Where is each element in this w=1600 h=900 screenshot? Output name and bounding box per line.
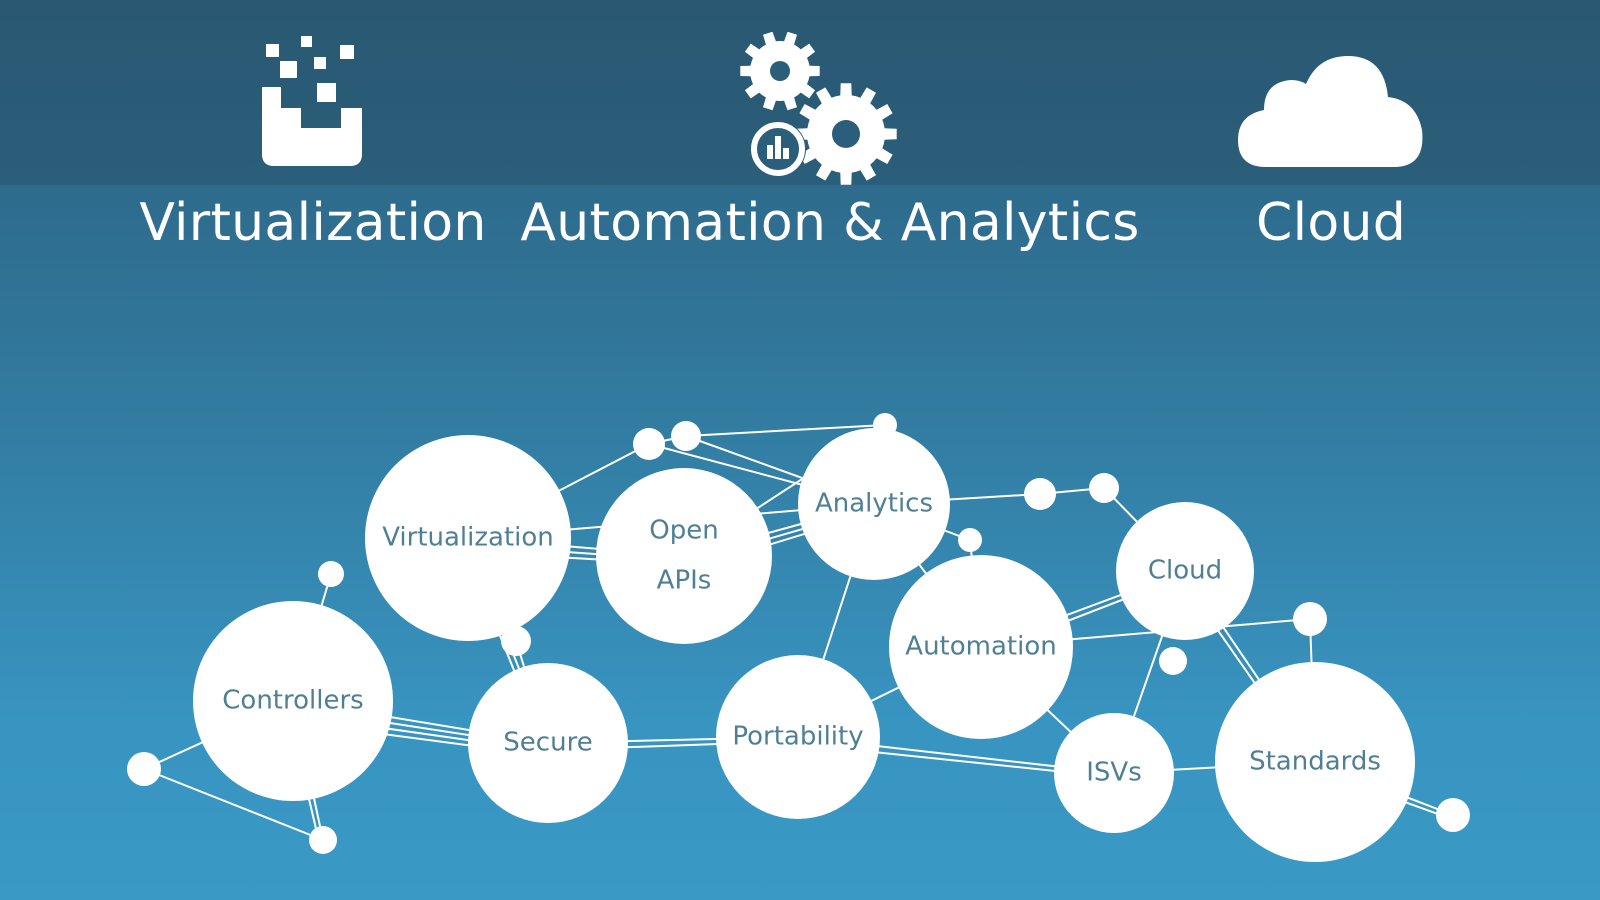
pillar-title-virtualization: Virtualization: [139, 193, 487, 253]
junction-dot: [309, 826, 337, 854]
junction-dot: [501, 626, 531, 656]
pillar-title-cloud: Cloud: [1255, 193, 1407, 253]
node-circle: [596, 468, 772, 644]
node-isvs: ISVs: [1054, 713, 1174, 833]
node-portability: Portability: [716, 655, 880, 819]
node-label: Analytics: [815, 489, 933, 519]
node-secure: Secure: [468, 663, 628, 823]
node-label: Controllers: [222, 686, 363, 716]
junction-dot: [671, 421, 701, 451]
analytics-chart-icon: [750, 121, 806, 177]
node-virtualization: Virtualization: [365, 435, 571, 641]
node-circle: [1116, 502, 1254, 640]
junction-dot: [1293, 602, 1327, 636]
node-controllers: Controllers: [193, 601, 393, 801]
node-circle: [889, 555, 1073, 739]
node-label: Portability: [732, 722, 863, 752]
node-analytics: Analytics: [798, 428, 950, 580]
node-automation: Automation: [889, 555, 1073, 739]
virtualization-blocks-icon: [262, 36, 362, 166]
junction-dot: [1159, 647, 1187, 675]
node-circle: [468, 663, 628, 823]
node-circle: [798, 428, 950, 580]
node-circle: [716, 655, 880, 819]
node-label: Secure: [503, 728, 592, 758]
node-label: Cloud: [1148, 556, 1222, 586]
junction-dot: [633, 428, 665, 460]
pillar-title-automation-analytics: Automation & Analytics: [520, 193, 1140, 253]
junction-dot: [1436, 798, 1470, 832]
node-circle: [1054, 713, 1174, 833]
node-standards: Standards: [1215, 662, 1415, 862]
junction-dot: [958, 528, 982, 552]
node-cloud: Cloud: [1116, 502, 1254, 640]
node-label: Standards: [1249, 747, 1381, 777]
node-label: ISVs: [1086, 758, 1142, 788]
junction-dot: [127, 752, 161, 786]
network-link: [685, 424, 886, 437]
node-label: Open: [649, 516, 718, 546]
network-link: [143, 768, 324, 841]
junction-dot: [1089, 473, 1119, 503]
node-label: APIs: [657, 566, 712, 596]
node-circle: [365, 435, 571, 641]
cloud-icon: [1238, 56, 1423, 167]
node-label: Automation: [905, 632, 1056, 662]
node-circle: [1215, 662, 1415, 862]
large-gear-icon: [795, 83, 897, 185]
node-label: Virtualization: [382, 523, 554, 553]
node-circle: [193, 601, 393, 801]
gears-analytics-icon: [740, 32, 897, 185]
junction-dot: [1024, 478, 1056, 510]
small-gear-icon: [740, 32, 820, 111]
junction-dot: [318, 561, 344, 587]
